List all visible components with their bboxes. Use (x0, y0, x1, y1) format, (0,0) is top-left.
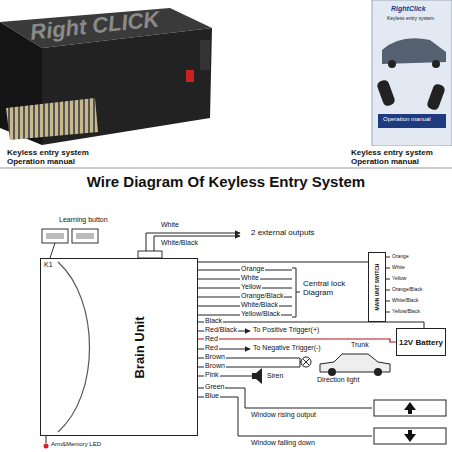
wire-label: Trunk (350, 341, 370, 349)
led-symbol (44, 444, 49, 449)
manual-cover (372, 0, 452, 146)
wire-label: Brown (204, 353, 226, 361)
page-ground (0, 146, 452, 452)
window-output (374, 400, 446, 416)
wire-label: Orange (240, 265, 265, 273)
case-curve (58, 262, 90, 432)
car-wheel (374, 368, 382, 376)
photo-text: RightClick (390, 5, 427, 13)
wire-label: Window falling down (250, 439, 316, 447)
photo-ground (0, 0, 452, 146)
bracket (292, 268, 300, 317)
switch-box: MAIN UNIT SWITCH (368, 252, 386, 322)
photo-text: Keyless entry system (386, 16, 435, 22)
wire-label: Yellow (391, 276, 407, 282)
node-label: 12V Battery (399, 338, 443, 347)
switch-lead (386, 257, 390, 258)
diagram-title: Wire Diagram Of Keyless Entry System (86, 173, 366, 190)
module-plug (200, 40, 210, 70)
module-connector (6, 98, 98, 140)
lamp-cross (303, 359, 309, 365)
cover-remote (426, 83, 446, 112)
switch-lead (386, 290, 390, 291)
cover-car-wheel (432, 60, 440, 68)
wire-label: White (160, 221, 180, 229)
wire-label: White (240, 274, 260, 282)
wire-label: White (391, 265, 406, 271)
wire-label: Yellow/Black (240, 310, 281, 318)
wire-label: Direction light (316, 376, 360, 384)
wire-label: Orange (391, 254, 410, 260)
wire-label: Orange/Black (240, 292, 284, 300)
wire-label: White/Black (240, 301, 279, 309)
wire (154, 236, 240, 251)
window-output (374, 428, 446, 444)
brain-unit-box: Brain Unit (40, 258, 198, 436)
wire-label: Siren (266, 372, 284, 380)
cover-remote (376, 79, 396, 108)
switch-slot (46, 233, 64, 239)
node-label: MAIN UNIT SWITCH (374, 264, 380, 311)
wire-label: Pink (204, 371, 220, 379)
header-rule (0, 168, 452, 169)
siren-symbol (252, 368, 262, 384)
wire-label: Yellow/Black (391, 309, 421, 315)
wire-label: Window rising output (250, 411, 317, 419)
wire-label: 2 external outputs (250, 228, 316, 237)
wire-connector (198, 261, 368, 262)
up-arrow (404, 402, 416, 414)
car-wheel (328, 368, 336, 376)
battery-box: 12V Battery (396, 328, 446, 356)
learning-switch (72, 229, 98, 243)
leader-line (50, 243, 55, 258)
switch-leads (386, 257, 390, 312)
switch-lead (386, 268, 390, 269)
node-label: Brain Unit (132, 316, 147, 378)
wire-label: White/Black (391, 298, 419, 304)
wire-label: White/Black (160, 239, 199, 247)
wire-label: Yellow (240, 283, 262, 291)
module-red-plug (186, 70, 194, 82)
wire-label: To Negative Trigger(-) (252, 344, 322, 352)
switch-lead (386, 279, 390, 280)
wire-label: Learning button (58, 216, 109, 224)
cover-car-wheel (388, 60, 396, 68)
wire-label: Blue (204, 392, 220, 400)
switch-lead (386, 312, 390, 313)
wire (146, 233, 240, 251)
wire-label: To Positive Trigger(+) (252, 326, 320, 334)
switch-slot (76, 233, 94, 239)
wire-label: Central lock Diagram (302, 279, 364, 297)
central-lock-wires (198, 270, 292, 315)
header-text: Operation manual (6, 157, 76, 166)
lamp-symbol (301, 357, 311, 367)
wire-label: Black (204, 317, 223, 325)
wire-label: Red (204, 344, 219, 352)
cover-band (378, 114, 446, 128)
header-text: Keyless entry system (6, 148, 90, 157)
wire-label: Orange/Black (391, 287, 423, 293)
wire-label: Green (204, 383, 225, 391)
down-arrow (404, 430, 416, 442)
wire-label: Red/Black (204, 326, 238, 334)
wire (198, 397, 372, 436)
header-text: Operation manual (350, 157, 420, 166)
led-lead (46, 436, 47, 443)
switch-lead (386, 301, 390, 302)
wire-label: Red (204, 335, 219, 343)
wire-label: Arm&Memory LED (50, 441, 102, 448)
output-plug (138, 251, 162, 258)
learning-switch (42, 229, 68, 243)
photo-text: Operation manual (382, 116, 432, 123)
wire-label: Brown (204, 362, 226, 370)
wire-label: K1 (43, 261, 54, 269)
header-text: Keyless entry system (350, 148, 434, 157)
